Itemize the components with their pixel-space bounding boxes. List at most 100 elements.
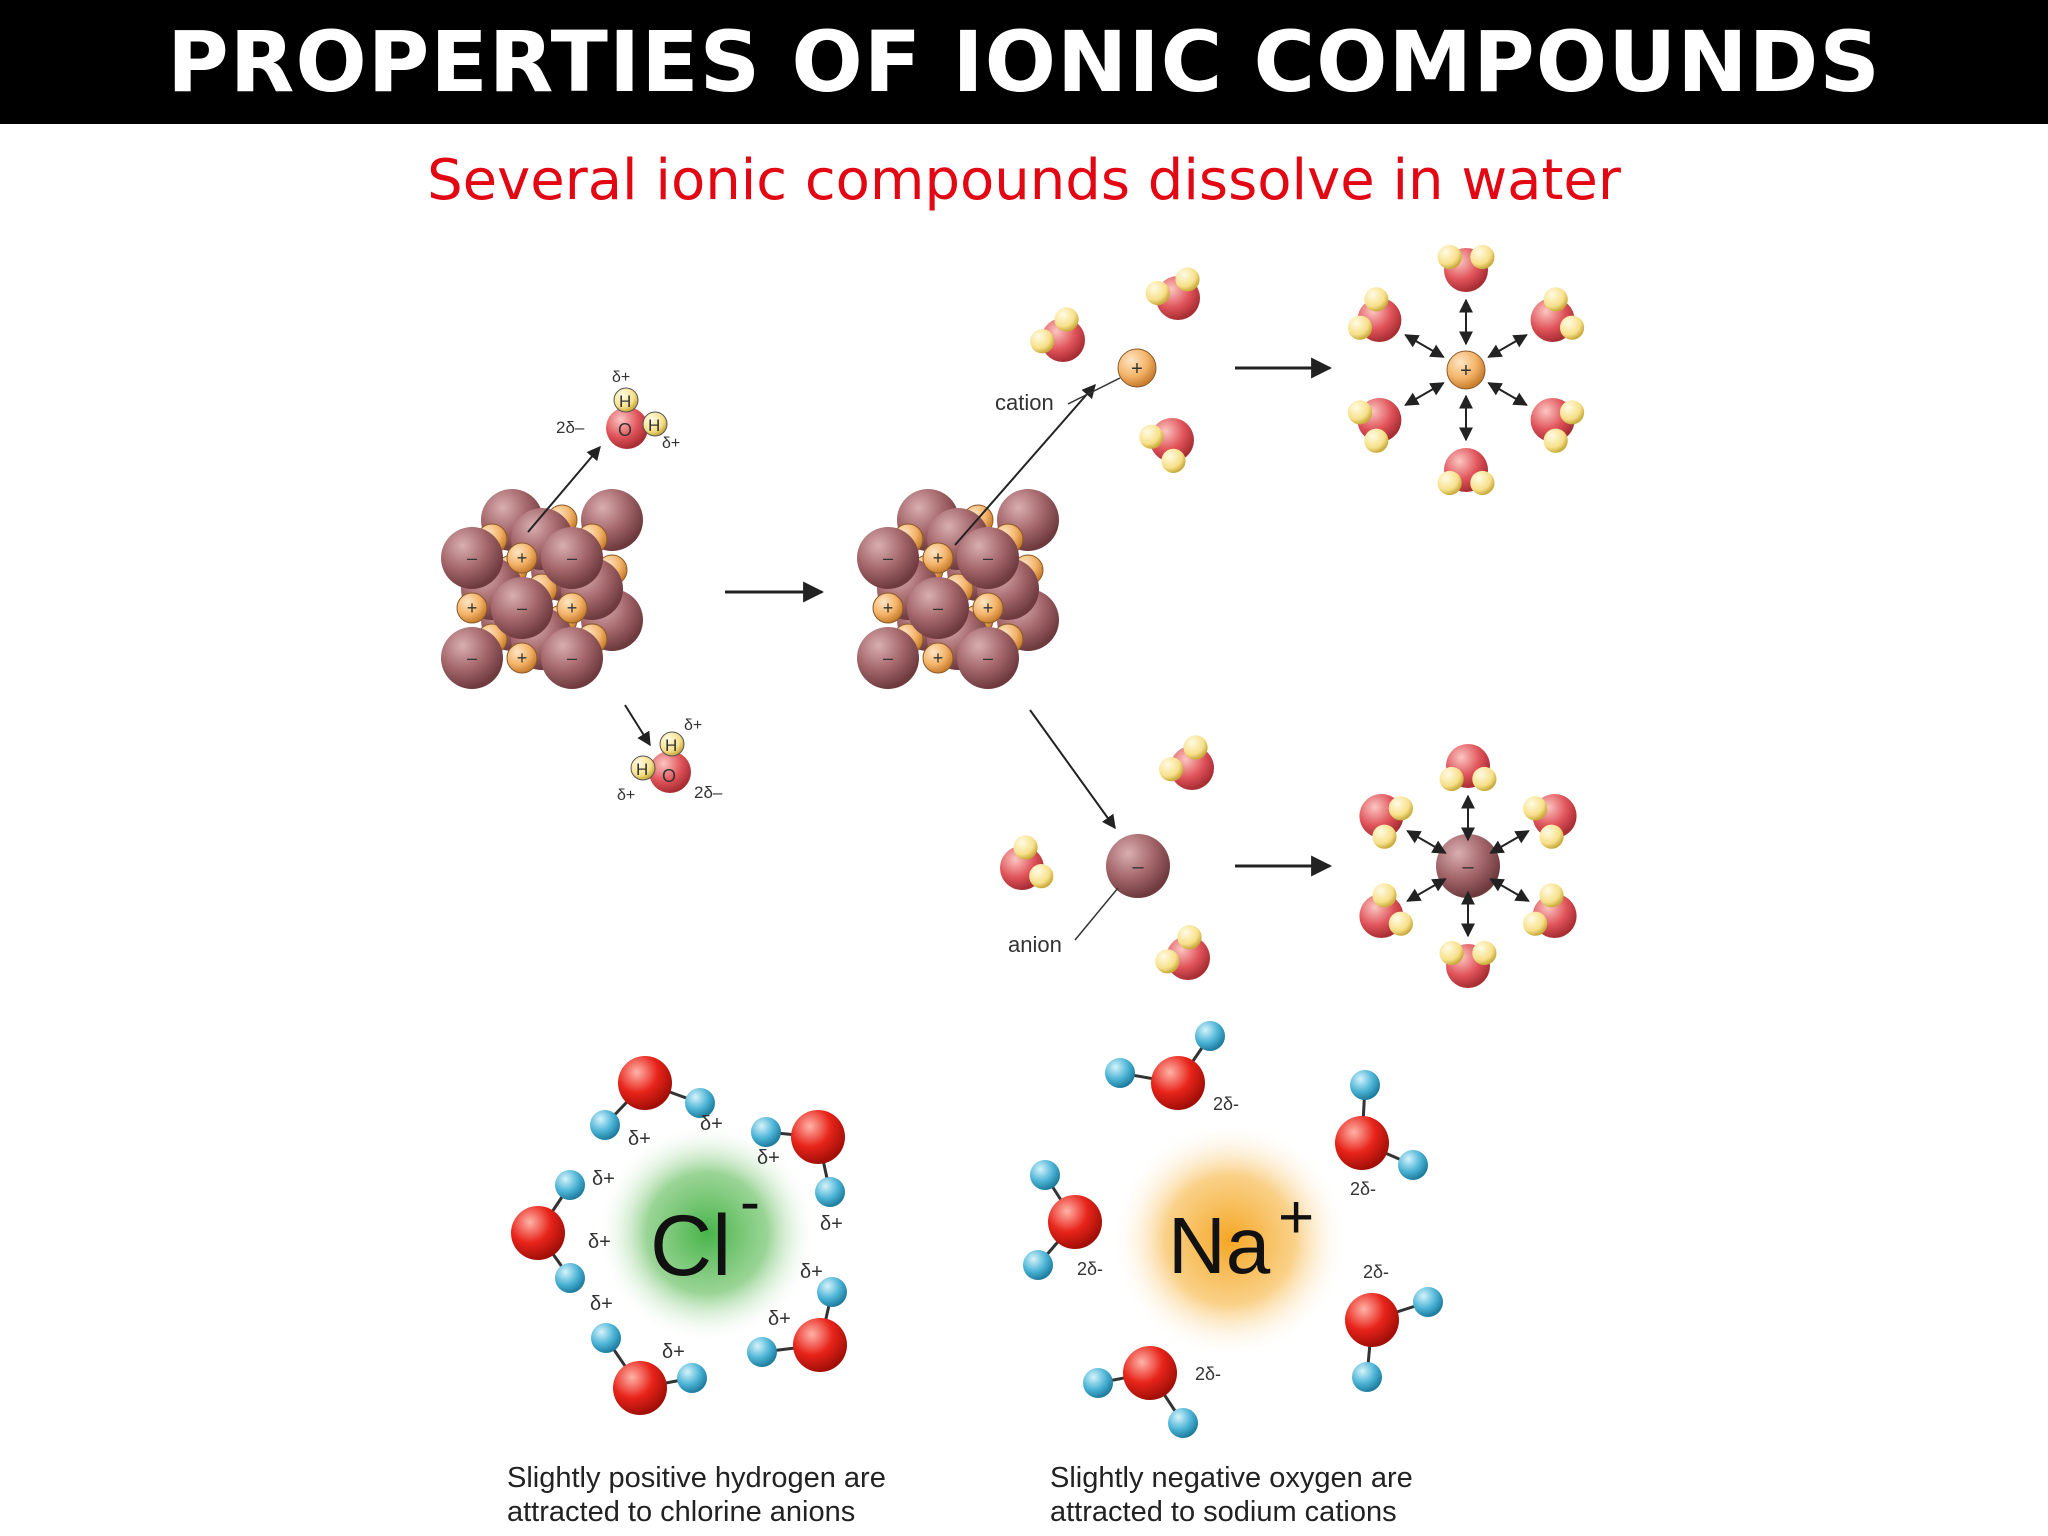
partial-positive-label: δ+ [768,1308,791,1330]
hydrated-anion-cluster: – [1359,744,1577,988]
anion-pointer-line [1074,887,1119,941]
water-hydrogen-sphere [1388,796,1413,821]
hydrogen-atom [747,1337,777,1367]
title-bar: PROPERTIES OF IONIC COMPOUNDS [0,0,2048,124]
plus-sign: + [883,598,894,618]
partial-positive-label: δ+ [588,1231,611,1253]
plus-sign: + [933,548,944,568]
plus-sign: + [983,598,994,618]
partial-positive-label: δ+ [612,369,630,386]
water-hydrogen-sphere [1054,307,1079,332]
water-hydrogen-sphere [1437,470,1462,496]
hydrogen-atom [1350,1070,1380,1100]
water-oxygen-sphere [1166,936,1210,980]
free-cation: + [1117,348,1157,388]
hydrogen-label: H [648,416,660,435]
water-hydrogen-sphere [1543,428,1568,453]
attraction-arrow [1404,382,1445,406]
water-hydrogen-sphere [1539,824,1564,849]
attraction-arrow [1489,878,1530,902]
anion-leaving-arrow [1029,709,1116,830]
free-water-molecules [1000,267,1214,980]
cation-label: cation [995,390,1054,415]
oxygen-atom [511,1206,565,1260]
chloride-glow [597,1123,817,1343]
sodium-symbol: Na [1168,1201,1271,1290]
subtitle: Several ionic compounds dissolve in wate… [427,148,1621,213]
ionic-crystal-lattice-dissolving: –+–+–+–+– [857,489,1059,689]
oxygen-atom [1123,1346,1177,1400]
hydrogen-atom [1023,1250,1053,1280]
hydrated-cation-cluster: + [1347,244,1585,496]
water-hydrogen-sphere [1539,883,1564,908]
minus-sign: – [883,548,893,568]
oxygen-atom [613,1361,667,1415]
labeled-water-molecule-bottom: O H H δ+ δ+ 2δ– [617,717,723,804]
chloride-charge: - [740,1168,760,1235]
partial-positive-label: δ+ [662,1341,685,1363]
water-hydrogen-sphere [1029,864,1054,889]
attraction-arrow [1487,382,1528,406]
cation-sphere [872,592,904,624]
oxygen-atom [618,1056,672,1110]
hydrogen-atom [591,1323,621,1353]
water-hydrogen-sphere [1347,400,1373,425]
partial-positive-label: δ+ [684,717,702,734]
water-hydrogen-sphere [1437,244,1462,270]
attraction-arrow [1406,830,1447,854]
sodium-caption: Slightly negative oxygen are attracted t… [1050,1461,1510,1529]
water-hydrogen-sphere [1472,940,1497,966]
free-anion: – [1106,834,1170,898]
water-hydrogen-sphere [1543,287,1568,312]
partial-positive-label: δ+ [757,1147,780,1169]
attraction-arrow [1489,830,1530,854]
partial-positive-label: δ+ [700,1113,723,1135]
partial-positive-label: δ+ [617,787,635,804]
cation-sphere [922,542,954,574]
partial-positive-label: δ+ [800,1261,823,1283]
oxygen-atom [791,1110,845,1164]
anion-sphere [541,627,603,689]
oxygen-label: O [618,420,632,440]
water-hydrogen-sphere [1372,824,1397,849]
water-approach-arrow-top [527,445,601,533]
oxygen-atom [1335,1116,1389,1170]
hydrogen-atom [751,1117,781,1147]
attraction-arrow [1404,334,1445,358]
cation-sphere [506,542,538,574]
hydrogen-label: H [619,392,631,411]
partial-positive-label: δ+ [628,1128,651,1150]
water-oxygen-sphere [1150,418,1194,462]
anion-sphere [541,527,603,589]
water-hydrogen-sphere [1155,949,1180,974]
minus-sign: – [567,548,577,568]
minus-sign: – [467,648,477,668]
plus-sign: + [933,648,944,668]
hydrogen-atom [555,1263,585,1293]
water-hydrogen-sphere [1030,329,1055,354]
water-hydrogen-sphere [1470,244,1495,270]
chloride-hydration-shell: Cl - δ+δ+δ+δ+δ+δ+δ+δ+δ+δ+ [511,1056,847,1415]
water-hydrogen-sphere [1159,757,1184,782]
anion-label: anion [1008,932,1062,957]
cation-leaving-arrow [954,383,1096,546]
cation-sphere [922,642,954,674]
water-hydrogen-sphere [1523,911,1548,936]
anion-sphere [441,627,503,689]
water-hydrogen-sphere [1175,267,1200,292]
anion-sphere [907,577,969,639]
partial-negative-label: 2δ- [1350,1179,1376,1199]
oxygen-atom [793,1318,847,1372]
plus-sign: + [517,648,528,668]
water-hydrogen-sphere [1145,280,1170,306]
minus-sign: – [983,548,993,568]
oxygen-atom [1345,1293,1399,1347]
water-hydrogen-sphere [1013,835,1038,860]
partial-negative-label: 2δ– [556,418,585,437]
oxygen-atom [1151,1056,1205,1110]
plus-sign: + [517,548,528,568]
oxygen-atom [1048,1195,1102,1249]
hydrogen-atom [590,1110,620,1140]
labeled-water-molecule-top: O H H δ+ δ+ 2δ– [556,369,680,452]
